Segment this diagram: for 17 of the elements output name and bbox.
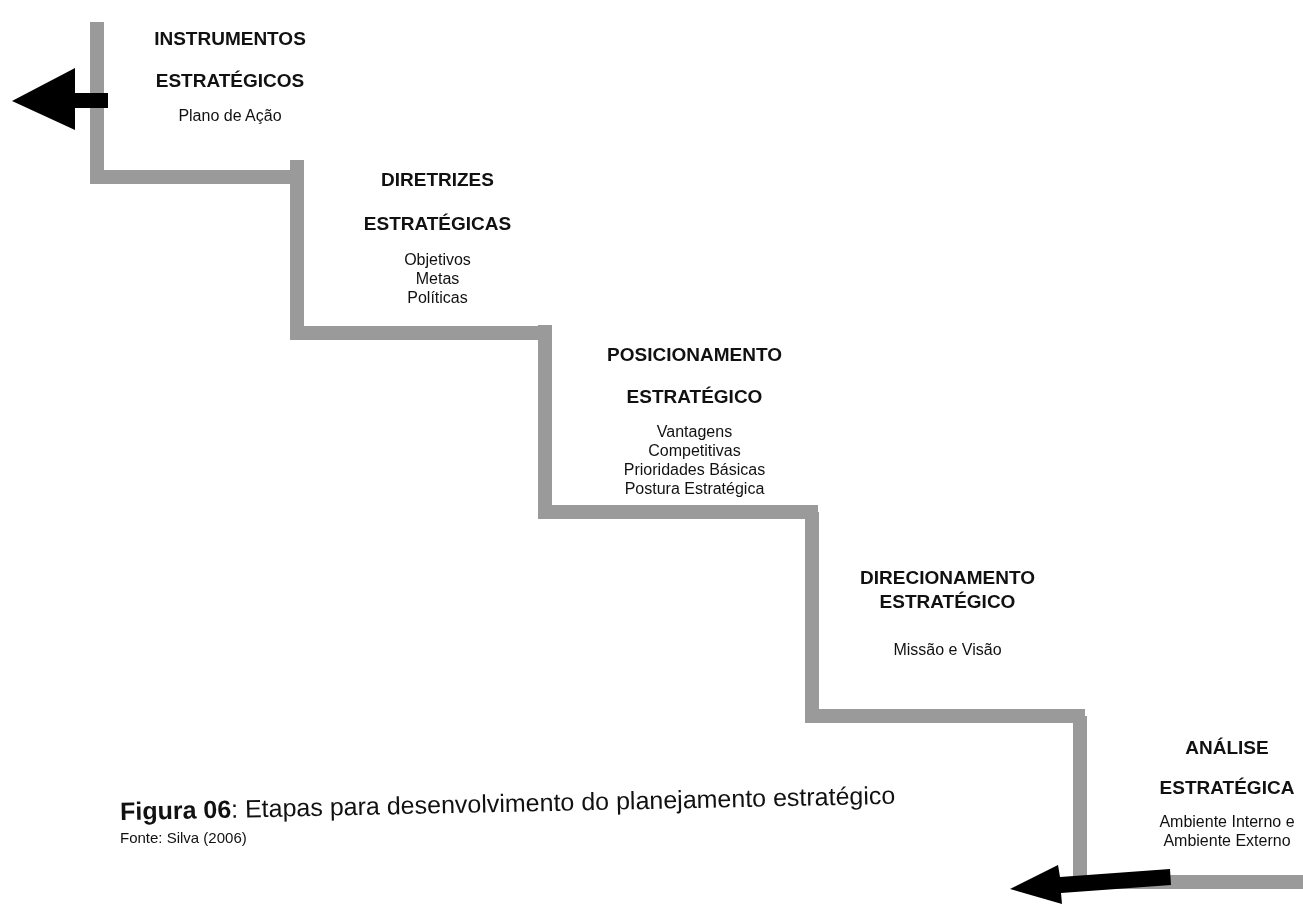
step-item: Missão e Visão (892, 640, 1003, 659)
step-item: Vantagens (655, 422, 734, 441)
step-heading: ANÁLISE ESTRATÉGICA (1158, 736, 1296, 800)
step-item: Políticas (406, 288, 469, 307)
step-heading: POSICIONAMENTO ESTRATÉGICO (606, 343, 783, 409)
source-note: Fonte: Silva (2006) (120, 829, 247, 846)
step-item: Ambiente Interno e Ambiente Externo (1158, 812, 1296, 850)
figure-caption: Figura 06: Etapas para desenvolvimento do planejamento estratégico (119, 780, 896, 826)
step-item: Plano de Ação (177, 106, 283, 125)
step-item: Metas (414, 269, 461, 288)
step-heading: INSTRUMENTOS ESTRATÉGICOS (153, 27, 307, 93)
step-heading: DIRETRIZES ESTRATÉGICAS (362, 168, 513, 236)
step-item: Postura Estratégica (623, 479, 766, 498)
step-item: Competitivas (647, 441, 742, 460)
step-item: Prioridades Básicas (622, 460, 767, 479)
step-item: Objetivos (403, 250, 472, 269)
step-heading: DIRECIONAMENTO ESTRATÉGICO (859, 566, 1036, 614)
